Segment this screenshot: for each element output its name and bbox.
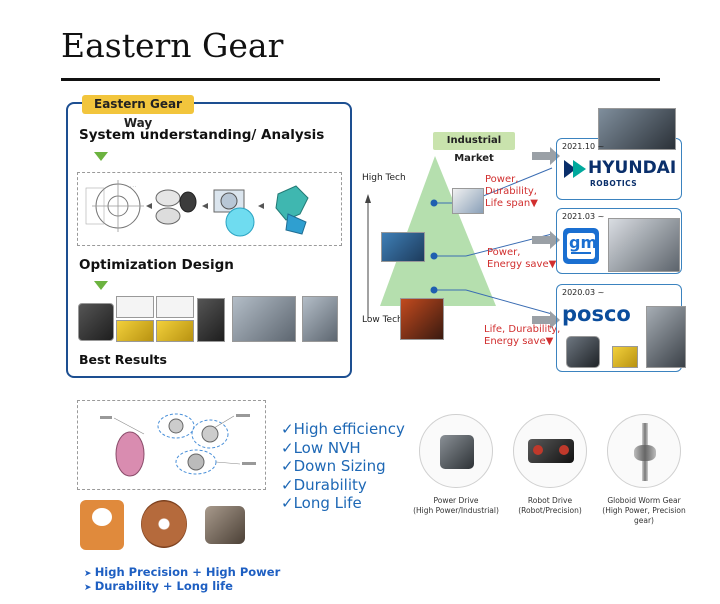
page-title: Eastern Gear <box>61 26 284 65</box>
factory-line-photo <box>381 232 425 262</box>
gear-housing-image <box>205 506 245 544</box>
step-optimization-design: Optimization Design <box>79 257 234 273</box>
hyundai-logo: HYUNDAI ROBOTICS <box>562 156 678 196</box>
hyundai-date: 2021.10 ~ <box>562 142 605 151</box>
test-lab-image <box>232 296 296 342</box>
exploded-diagram-box <box>77 400 266 490</box>
hyundai-factory-photo <box>598 108 676 150</box>
report-document-image <box>116 296 154 318</box>
down-arrow-icon <box>94 281 108 290</box>
industrial-market-tag: Industrial Market <box>433 132 515 164</box>
gm-engine-photo <box>608 218 680 272</box>
machine-image <box>197 298 225 342</box>
tier2-benefit: Power, Energy save▼ <box>487 247 557 270</box>
gearbox-image <box>78 303 114 341</box>
worm-wheel-image <box>141 500 187 548</box>
tier1-benefit: Power, Durability, Life span▼ <box>485 174 538 209</box>
gm-date: 2021.03 ~ <box>562 212 605 221</box>
posco-logo: posco <box>562 302 631 326</box>
svg-text:· · ·: · · · <box>130 184 136 189</box>
globoid-worm-gear-label: Globoid Worm Gear (High Power, Precision… <box>602 496 686 525</box>
benefits-list: ✓High efficiency ✓Low NVH ✓Down Sizing ✓… <box>281 420 405 513</box>
steel-plant-photo <box>400 298 444 340</box>
posco-gear-photo <box>612 346 638 368</box>
eastern-gear-way-tag: Eastern Gear Way <box>82 95 194 130</box>
eastern-gear-way-panel <box>66 102 352 378</box>
power-drive-label: Power Drive (High Power/Industrial) <box>413 496 499 515</box>
power-drive-circle <box>419 414 493 488</box>
test-rig-image <box>302 296 338 342</box>
bullet-arrow-icon: ➤ <box>84 583 95 593</box>
analysis-schematic: · · · <box>85 180 309 237</box>
bullet-precision-power: ➤ High Precision + High Power <box>84 565 281 579</box>
robot-drive-image <box>528 439 574 463</box>
robot-drive-circle <box>513 414 587 488</box>
benefit-item: ✓Low NVH <box>281 438 361 457</box>
hyundai-mark-icon <box>564 160 586 178</box>
step-system-understanding: System understanding/ Analysis <box>79 127 325 143</box>
bullet-durability-life: ➤ Durability + Long life <box>84 579 233 593</box>
posco-gearbox-photo <box>566 336 600 368</box>
tier3-benefit: Life, Durability, Energy save▼ <box>484 324 561 347</box>
orange-gear-part-image <box>80 500 124 550</box>
posco-date: 2020.03 ~ <box>562 288 605 297</box>
benefit-item: ✓High efficiency <box>281 420 405 438</box>
gm-logo: gm <box>563 228 599 264</box>
step-best-results: Best Results <box>79 352 167 367</box>
robot-drive-photo <box>452 188 484 214</box>
benefit-item: ✓Long Life <box>281 494 362 512</box>
worm-gear-image <box>156 320 194 342</box>
high-tech-label: High Tech <box>362 173 406 183</box>
title-divider <box>61 78 660 81</box>
down-arrow-icon <box>94 152 108 161</box>
posco-machine-photo <box>646 306 686 368</box>
low-tech-label: Low Tech <box>362 315 403 325</box>
worm-gear-image <box>116 320 154 342</box>
industrial-market-diagram <box>365 147 560 329</box>
report-document-image <box>156 296 194 318</box>
analysis-diagram-box <box>77 172 342 246</box>
exploded-gear-diagram <box>100 413 256 477</box>
benefit-item: ✓Durability <box>281 475 367 494</box>
gm-customer-box <box>556 208 682 274</box>
globoid-worm-gear-circle <box>607 414 681 488</box>
benefit-item: ✓Down Sizing <box>281 457 386 475</box>
power-drive-image <box>440 435 474 469</box>
robot-drive-label: Robot Drive (Robot/Precision) <box>518 496 582 515</box>
bullet-arrow-icon: ➤ <box>84 569 95 579</box>
